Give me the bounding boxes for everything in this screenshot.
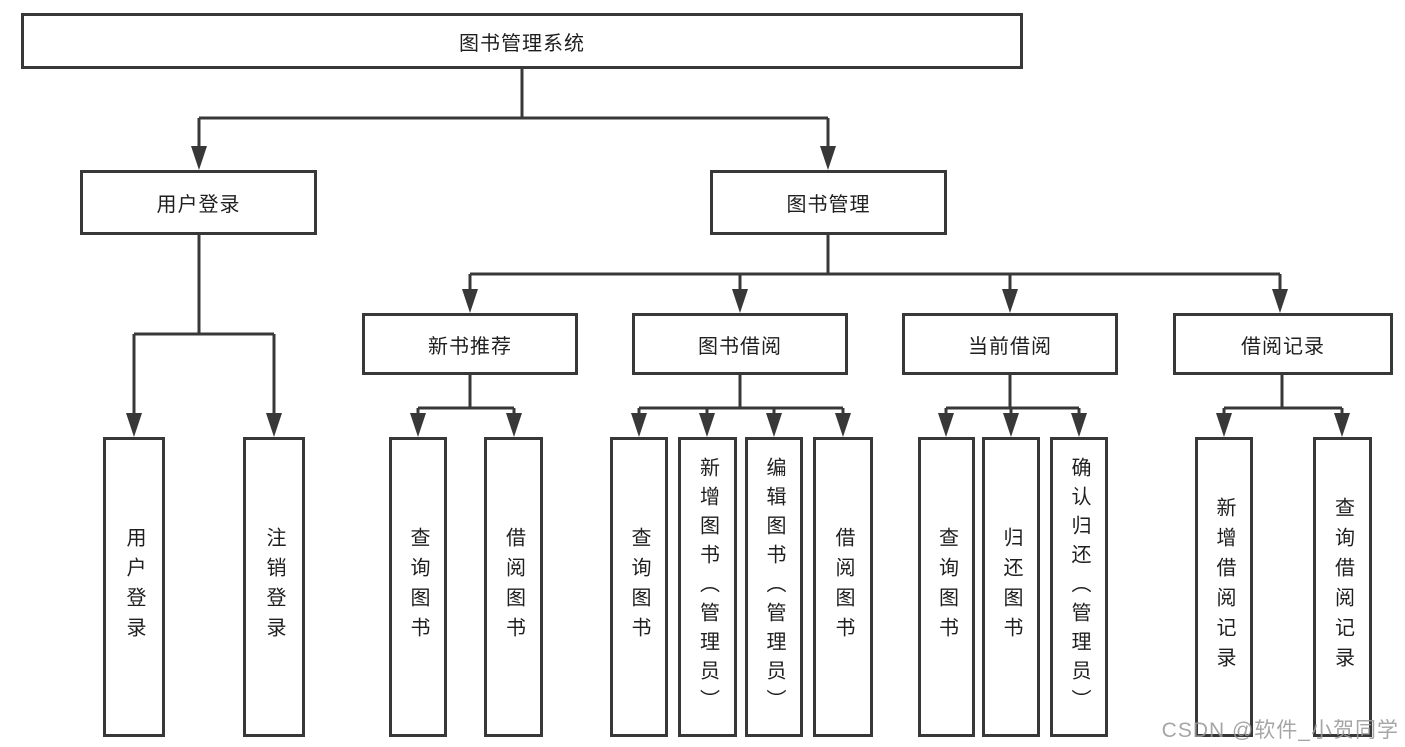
leaf-label: 编辑图书（管理员） [763,456,785,718]
node-label: 当前借阅 [968,335,1052,358]
leaf-return-books: 归还图书 [982,437,1040,737]
leaf-query-books-recommend: 查询图书 [389,437,447,737]
leaf-confirm-return-admin: 确认归还（管理员） [1050,437,1108,737]
leaf-label: 查询图书 [407,527,429,647]
node-label: 新书推荐 [428,335,512,358]
leaf-query-books-borrow: 查询图书 [610,437,668,737]
arrowheads [126,146,1350,437]
leaf-edit-books-admin: 编辑图书（管理员） [745,437,803,737]
leaf-label: 借阅图书 [832,527,854,647]
node-new-book-recommendation: 新书推荐 [362,313,578,375]
leaf-label: 注销登录 [263,527,285,647]
leaf-borrow-books: 借阅图书 [813,437,873,737]
leaf-label: 用户登录 [123,527,145,647]
leaf-label: 借阅图书 [502,527,525,647]
node-label: 图书借阅 [698,335,782,358]
leaf-label: 归还图书 [1000,527,1022,647]
leaf-query-books-current: 查询图书 [918,437,975,737]
node-label: 图书管理 [786,194,871,216]
leaf-label: 确认归还（管理员） [1068,456,1090,718]
node-current-borrowing: 当前借阅 [902,313,1118,375]
leaf-logout: 注销登录 [243,437,305,737]
leaf-user-login: 用户登录 [103,437,165,737]
leaf-label: 新增图书（管理员） [696,456,719,718]
node-user-login: 用户登录 [80,170,317,235]
csdn-watermark: CSDN @软件_小贺同学 [1161,719,1399,742]
node-label: 用户登录 [156,194,241,216]
node-book-borrowing: 图书借阅 [632,313,848,375]
leaf-label: 查询图书 [935,527,958,647]
node-book-management: 图书管理 [710,170,947,235]
leaf-add-books-admin: 新增图书（管理员） [678,437,737,737]
node-label: 图书管理系统 [459,32,585,55]
leaf-add-borrow-record: 新增借阅记录 [1195,437,1253,737]
node-label: 借阅记录 [1241,335,1325,358]
leaf-query-borrow-record: 查询借阅记录 [1313,437,1372,737]
leaf-borrow-books-recommend: 借阅图书 [484,437,543,737]
node-library-management-system: 图书管理系统 [21,13,1023,69]
leaf-label: 查询图书 [628,527,650,647]
leaf-label: 新增借阅记录 [1213,497,1235,677]
node-borrowing-records: 借阅记录 [1173,313,1393,375]
leaf-label: 查询借阅记录 [1331,497,1354,677]
